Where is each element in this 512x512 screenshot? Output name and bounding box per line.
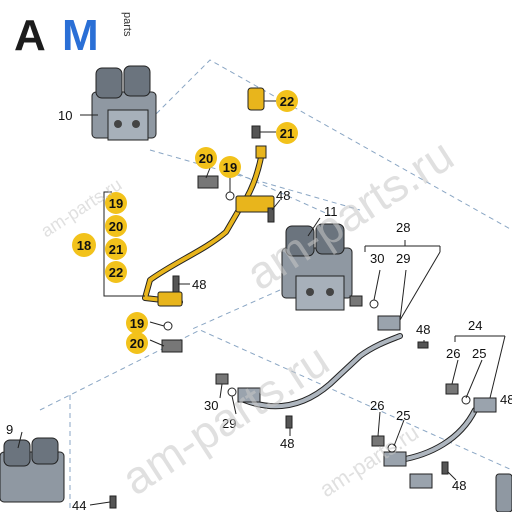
assembly-guide-lines: [39, 59, 512, 512]
label-44: 44: [72, 498, 86, 512]
svg-text:20: 20: [109, 219, 123, 234]
svg-text:20: 20: [199, 151, 213, 166]
ring-25a: [461, 395, 471, 405]
label-48-left: 48: [192, 277, 206, 292]
ring-19-top: [225, 191, 235, 201]
callout-20-bottom: 20: [126, 332, 148, 354]
label-25-right: 25: [472, 346, 486, 361]
brake-line-24: [397, 407, 478, 463]
label-48-partial: 48: [500, 392, 512, 407]
ring-25b: [387, 443, 397, 453]
label-10: 10: [58, 108, 72, 123]
bracket-20-top: [197, 175, 219, 189]
fitting-28a: [377, 315, 401, 331]
brand-logo-sub: parts: [121, 12, 133, 37]
cap-22: [247, 87, 265, 111]
fitting-28b: [237, 387, 261, 403]
label-48-bottom-mid: 48: [280, 436, 294, 451]
callout-19-top: 19: [219, 156, 241, 178]
brake-line-28: [241, 333, 403, 410]
ring-29a: [369, 299, 379, 309]
brand-logo-a: A: [14, 11, 46, 60]
label-48-top: 48: [276, 188, 290, 203]
label-30-right: 30: [370, 251, 384, 266]
svg-text:21: 21: [109, 242, 123, 257]
callout-22-group: 22: [105, 261, 127, 283]
label-24: 24: [468, 318, 482, 333]
watermark-center: am-parts.ru: [112, 333, 338, 505]
hydraulic-unit-partial-right: [495, 473, 512, 512]
label-18-overlay: 18: [77, 238, 91, 253]
label-26-right: 26: [446, 346, 460, 361]
svg-text:19: 19: [223, 160, 237, 175]
hydraulic-unit-9: [0, 437, 65, 503]
pipe-fitting-bottom: [157, 291, 183, 307]
valve-21: [251, 125, 261, 139]
callout-22-top: 22: [276, 90, 298, 112]
highlight-callouts: 22 21 20 19 19 20 21 22: [72, 90, 298, 354]
ring-19-bottom: [163, 321, 173, 331]
svg-text:19: 19: [130, 316, 144, 331]
callout-21-group: 21: [105, 238, 127, 260]
label-26-bottom: 26: [370, 398, 384, 413]
brake-line-18: [142, 149, 265, 305]
label-48-mid-right: 48: [416, 322, 430, 337]
bracket-20-bottom: [161, 339, 183, 353]
clip-30a: [349, 295, 363, 307]
svg-text:22: 22: [280, 94, 294, 109]
clip-26a: [445, 383, 459, 395]
hydraulic-unit-10: [91, 65, 157, 141]
pipe-nut-top: [255, 145, 267, 159]
svg-text:21: 21: [280, 126, 294, 141]
callout-20-top: 20: [195, 147, 217, 169]
label-25-bottom: 25: [396, 408, 410, 423]
label-29-right: 29: [396, 251, 410, 266]
clip-30b: [215, 373, 229, 385]
pipe-fitting-top: [235, 195, 275, 213]
label-48-bottom-right: 48: [452, 478, 466, 493]
label-30-left: 30: [204, 398, 218, 413]
fitting-24b: [383, 451, 407, 467]
callout-21-top: 21: [276, 122, 298, 144]
svg-text:20: 20: [130, 336, 144, 351]
svg-text:19: 19: [109, 196, 123, 211]
callout-20-group: 20: [105, 215, 127, 237]
label-9: 9: [6, 422, 13, 437]
brand-logo-m: M: [62, 11, 99, 60]
part-number-labels: 10 11 9 44 28 24 18 48 48 48 48 48 48 30…: [6, 108, 512, 512]
fitting-24c: [409, 473, 433, 489]
leader-lines: [17, 100, 506, 506]
brand-logo: A M parts: [14, 11, 133, 60]
callout-19-bottom: 19: [126, 312, 148, 334]
callout-18-badge: [72, 233, 96, 257]
label-28: 28: [396, 220, 410, 235]
callout-19-group: 19: [105, 192, 127, 214]
fitting-24a: [473, 397, 497, 413]
svg-text:22: 22: [109, 265, 123, 280]
bolts-48: [109, 207, 449, 509]
label-11: 11: [324, 204, 338, 219]
hydraulic-unit-11: [281, 223, 353, 311]
label-29-left: 29: [222, 416, 236, 431]
